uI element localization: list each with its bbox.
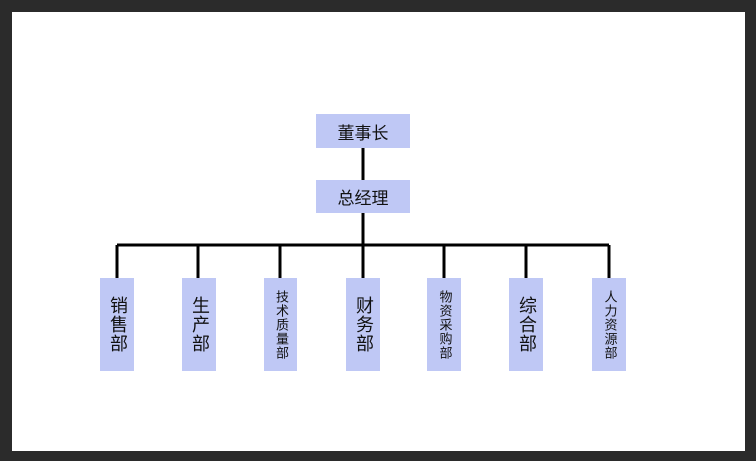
node-dept-finance: 财务部	[346, 278, 380, 371]
node-dept-finance-label: 财务部	[353, 296, 374, 353]
node-dept-sales: 销售部	[100, 278, 134, 371]
org-chart-canvas: 董事长 总经理 销售部 生产部 技术质量部 财务部 物资采购部 综合部 人力资源…	[12, 12, 745, 451]
node-dept-general-affairs-label: 综合部	[516, 296, 537, 353]
node-dept-tech-quality: 技术质量部	[264, 278, 297, 371]
node-dept-production-label: 生产部	[189, 296, 210, 353]
node-chairman: 董事长	[316, 114, 410, 148]
node-general-manager-label: 总经理	[337, 189, 389, 209]
node-dept-general-affairs: 综合部	[509, 278, 543, 371]
node-chairman-label: 董事长	[337, 123, 389, 144]
node-dept-tech-quality-label: 技术质量部	[273, 289, 288, 360]
node-dept-procurement-label: 物资采购部	[436, 289, 452, 360]
node-dept-hr-label: 人力资源部	[601, 289, 617, 360]
connector-lines	[115, 148, 611, 278]
node-general-manager: 总经理	[316, 180, 410, 213]
node-dept-production: 生产部	[182, 278, 216, 371]
node-dept-hr: 人力资源部	[592, 278, 626, 371]
node-dept-sales-label: 销售部	[107, 296, 128, 353]
node-dept-procurement: 物资采购部	[427, 278, 461, 371]
